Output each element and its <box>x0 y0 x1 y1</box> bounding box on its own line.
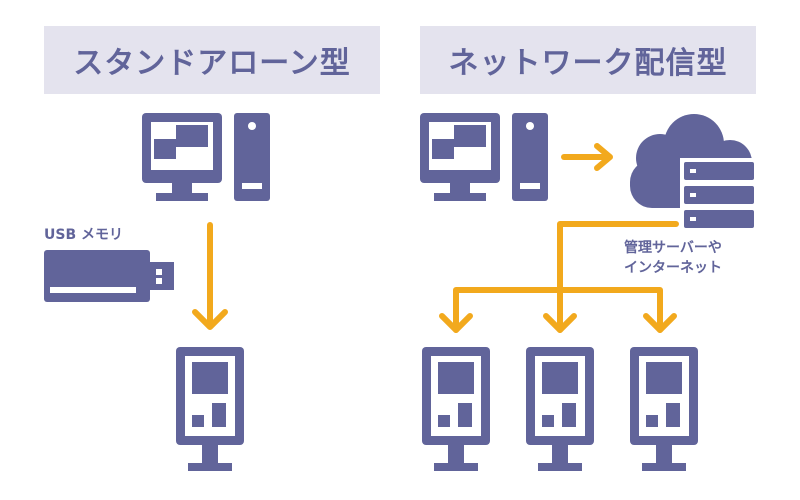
server-label: 管理サーバーや インターネット <box>624 238 722 278</box>
network-kiosk-3-icon <box>630 347 698 471</box>
standalone-header: スタンドアローン型 <box>44 26 380 94</box>
network-kiosk-1-icon <box>422 347 490 471</box>
standalone-desktop-pc-icon <box>142 113 270 201</box>
usb-memory-label: USB メモリ <box>44 227 123 243</box>
network-desktop-pc-icon <box>420 113 548 201</box>
pc-to-cloud-arrow <box>561 143 613 171</box>
server-label-line2: インターネット <box>624 260 722 276</box>
network-kiosk-2-icon <box>526 347 594 471</box>
standalone-arrow <box>192 222 228 330</box>
distribution-arrows <box>439 221 679 333</box>
network-header: ネットワーク配信型 <box>420 26 756 94</box>
cloud-server-icon <box>630 114 758 236</box>
standalone-kiosk-icon <box>176 347 244 471</box>
server-label-line1: 管理サーバーや <box>624 240 722 256</box>
usb-memory-icon <box>44 250 174 302</box>
